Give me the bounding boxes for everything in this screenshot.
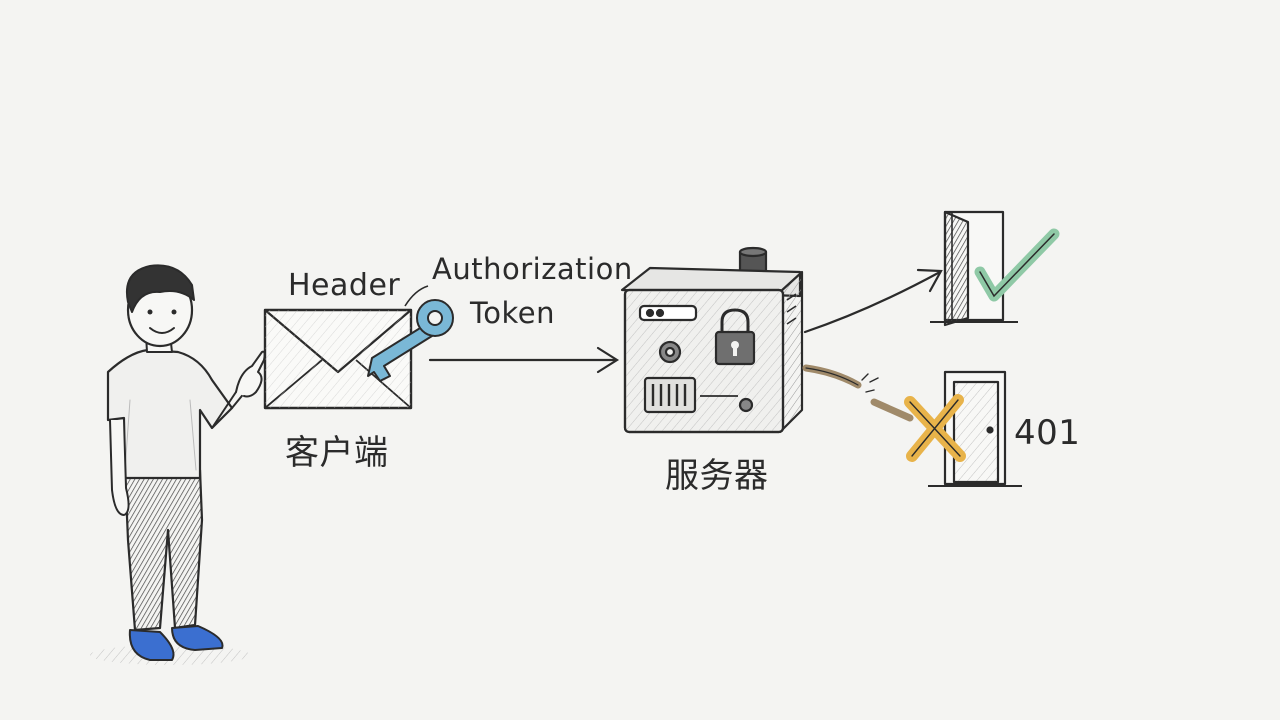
pointing-hand xyxy=(235,350,266,398)
server-label: 服务器 xyxy=(665,456,769,496)
person-left-arm xyxy=(109,419,130,516)
person-hair xyxy=(126,264,195,313)
server-icon xyxy=(620,246,804,434)
broken-cable-icon xyxy=(802,364,914,422)
key-icon xyxy=(367,285,454,382)
gear-icon xyxy=(658,340,682,364)
person-tshirt xyxy=(106,348,234,480)
door-open-icon xyxy=(930,210,1018,327)
person-pants xyxy=(123,468,204,632)
lock-icon xyxy=(714,308,756,366)
error-code-label: 401 xyxy=(1014,413,1081,453)
right-shoe xyxy=(171,625,224,651)
authorization-label: Authorization xyxy=(432,252,633,286)
request-arrow xyxy=(428,346,620,374)
client-label: 客户端 xyxy=(285,433,389,473)
header-label: Header xyxy=(288,268,401,303)
success-arrow xyxy=(803,268,943,334)
cross-icon xyxy=(904,394,966,462)
person xyxy=(90,264,266,665)
token-label: Token xyxy=(470,296,556,330)
left-shoe xyxy=(128,629,175,661)
